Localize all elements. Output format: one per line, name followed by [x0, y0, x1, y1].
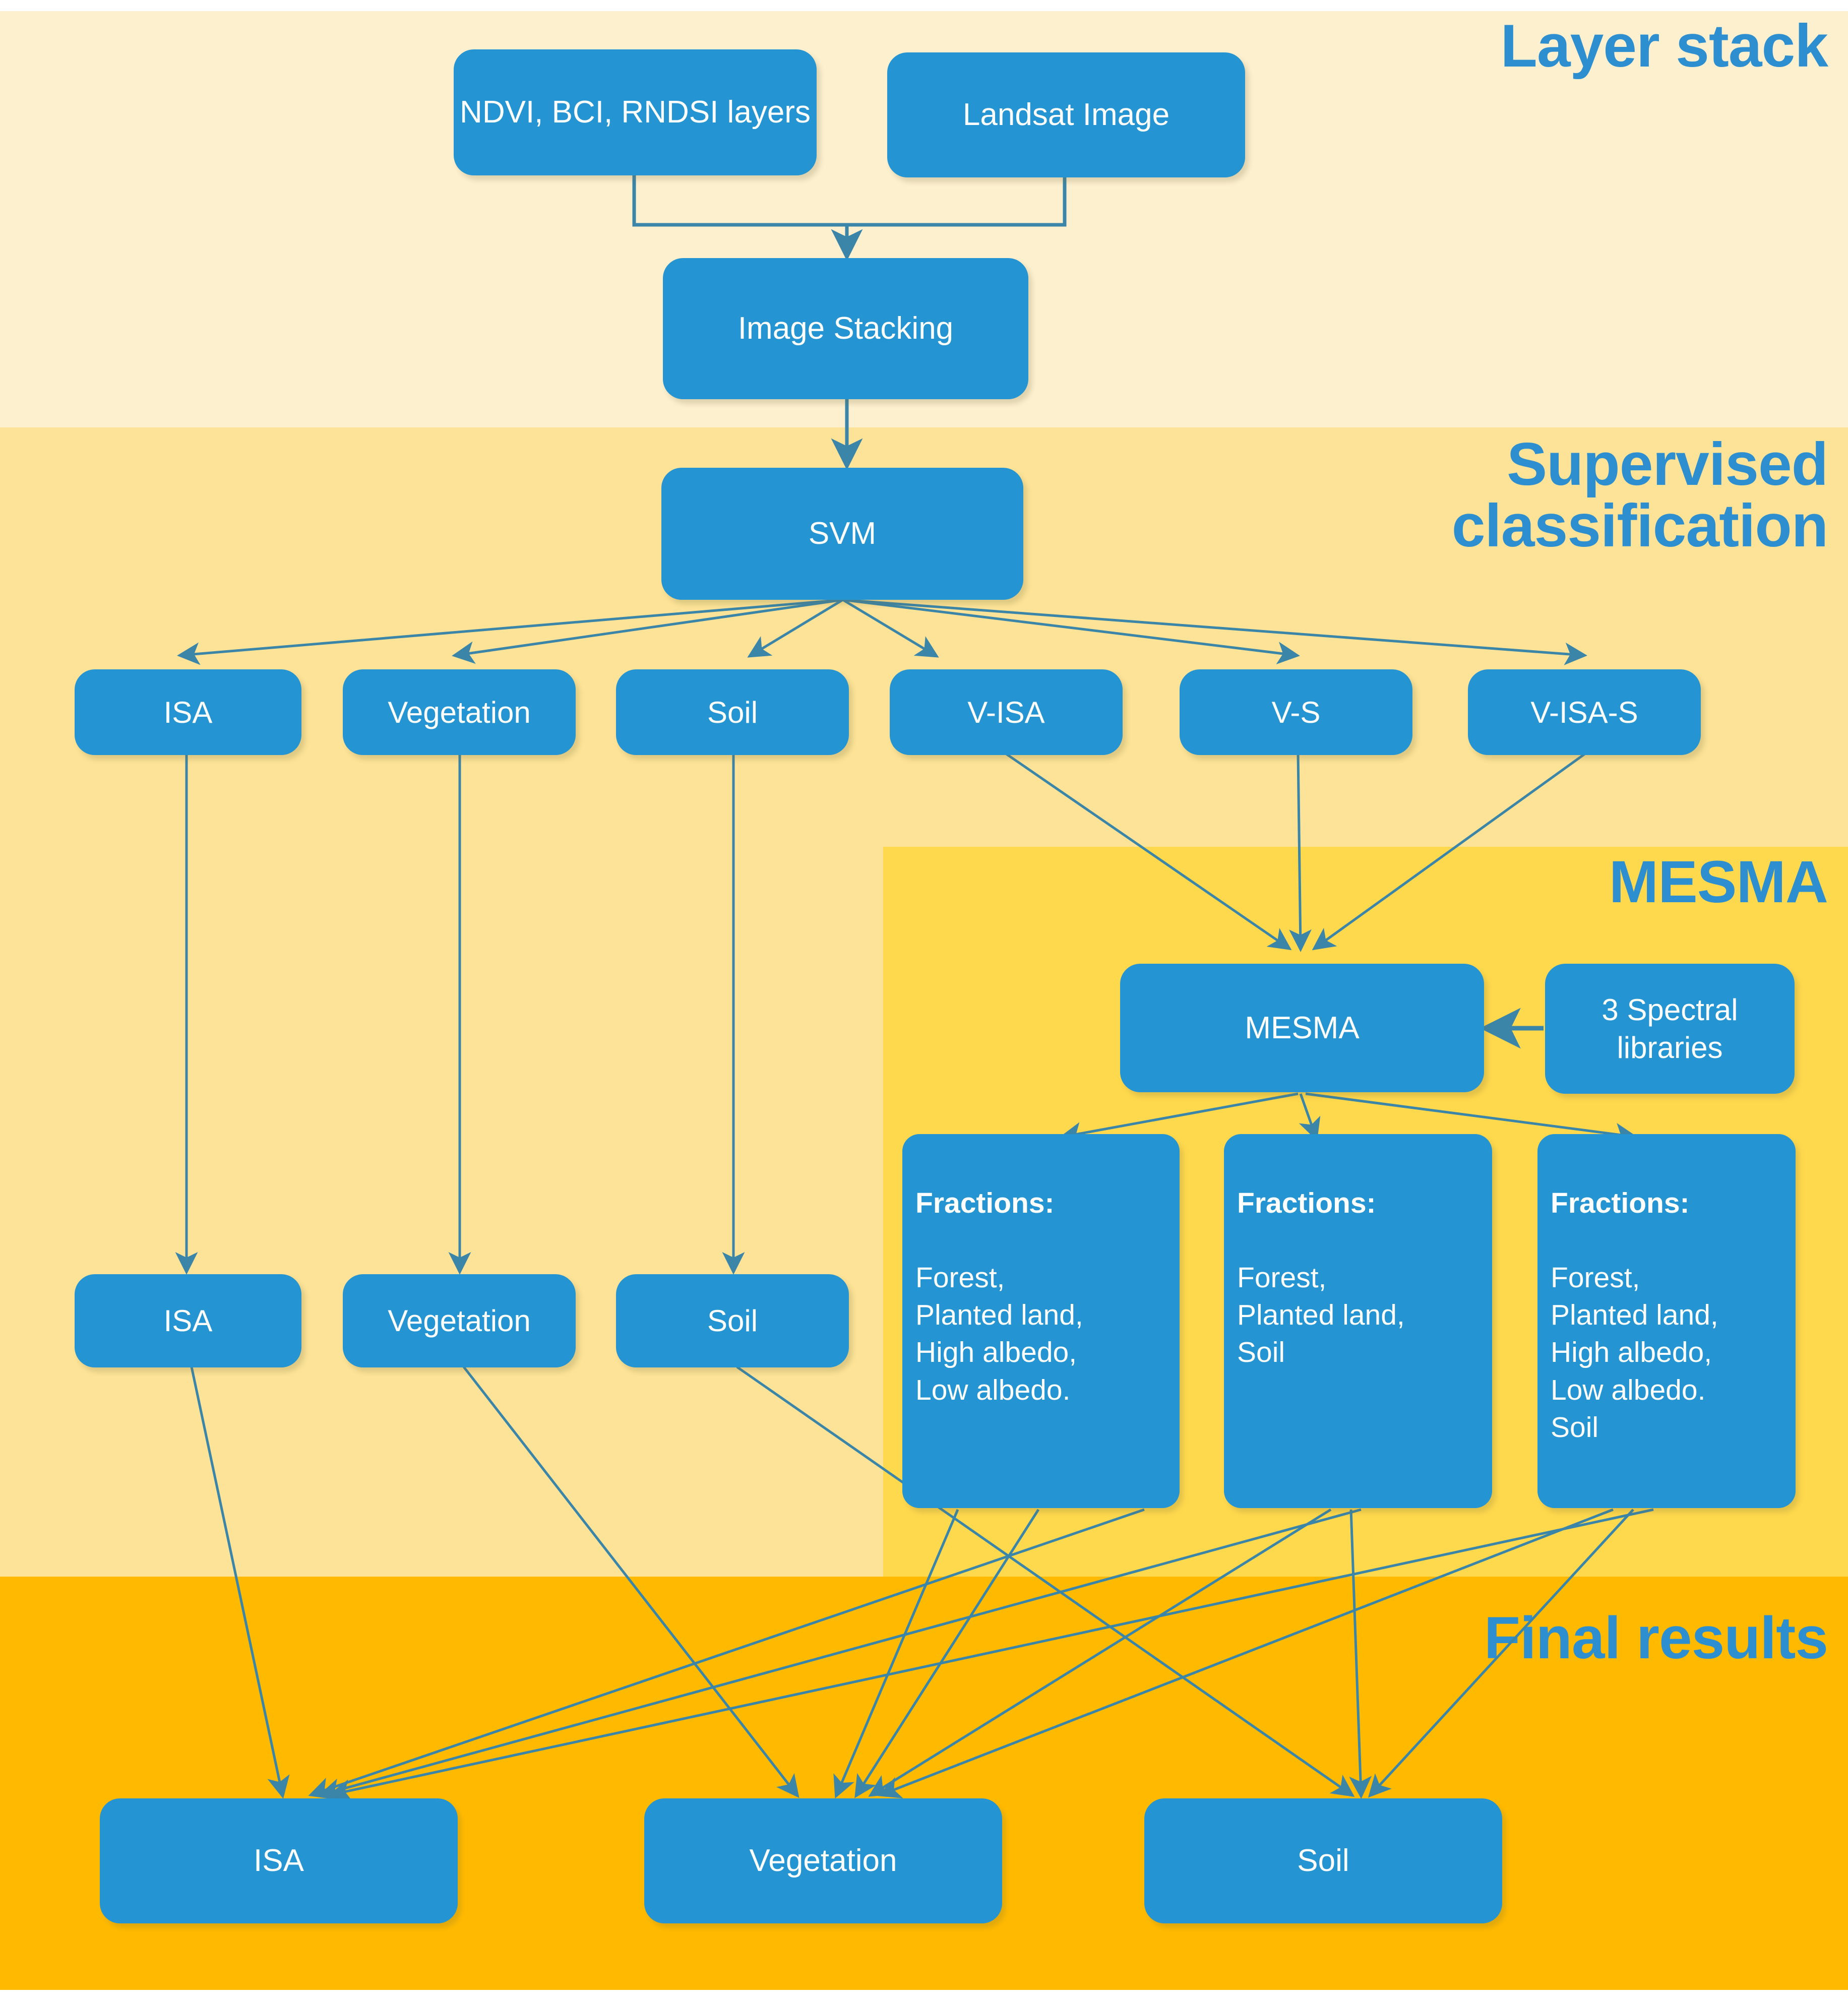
node-mid-isa[interactable]: ISA: [75, 1274, 301, 1367]
node-mid-vegetation[interactable]: Vegetation: [343, 1274, 576, 1367]
fractions-2-header: Fractions:: [1237, 1187, 1376, 1220]
node-image-stacking[interactable]: Image Stacking: [663, 258, 1028, 399]
node-class-v-isa[interactable]: V-ISA: [890, 669, 1123, 755]
section-title-layer-stack: Layer stack: [1500, 12, 1828, 80]
fractions-1-items: Forest, Planted land, High albedo, Low a…: [915, 1262, 1083, 1406]
node-class-v-s[interactable]: V-S: [1180, 669, 1412, 755]
band-mesma-left-filler: [0, 847, 883, 1577]
fractions-2-items: Forest, Planted land, Soil: [1237, 1262, 1405, 1369]
node-class-vegetation[interactable]: Vegetation: [343, 669, 576, 755]
section-title-final-results: Final results: [1484, 1605, 1828, 1671]
node-fractions-2[interactable]: Fractions: Forest, Planted land, Soil: [1224, 1134, 1492, 1508]
node-svm[interactable]: SVM: [661, 468, 1023, 600]
node-final-isa[interactable]: ISA: [100, 1798, 458, 1923]
fractions-3-items: Forest, Planted land, High albedo, Low a…: [1551, 1262, 1718, 1444]
node-final-vegetation[interactable]: Vegetation: [644, 1798, 1002, 1923]
node-spectral-libraries[interactable]: 3 Spectral libraries: [1545, 964, 1795, 1094]
node-mid-soil[interactable]: Soil: [616, 1274, 849, 1367]
node-fractions-1[interactable]: Fractions: Forest, Planted land, High al…: [902, 1134, 1180, 1508]
node-mesma[interactable]: MESMA: [1120, 964, 1484, 1092]
node-fractions-3[interactable]: Fractions: Forest, Planted land, High al…: [1537, 1134, 1796, 1508]
node-class-v-isa-s[interactable]: V-ISA-S: [1468, 669, 1701, 755]
node-landsat-image[interactable]: Landsat Image: [887, 52, 1245, 177]
section-title-mesma: MESMA: [1609, 849, 1828, 915]
section-title-supervised-classification: Supervised classification: [1451, 430, 1828, 560]
node-class-soil[interactable]: Soil: [616, 669, 849, 755]
fractions-3-header: Fractions:: [1551, 1187, 1690, 1220]
node-indices-layers[interactable]: NDVI, BCI, RNDSI layers: [454, 49, 817, 175]
node-final-soil[interactable]: Soil: [1144, 1798, 1502, 1923]
node-class-isa[interactable]: ISA: [75, 669, 301, 755]
fractions-1-header: Fractions:: [915, 1187, 1055, 1220]
